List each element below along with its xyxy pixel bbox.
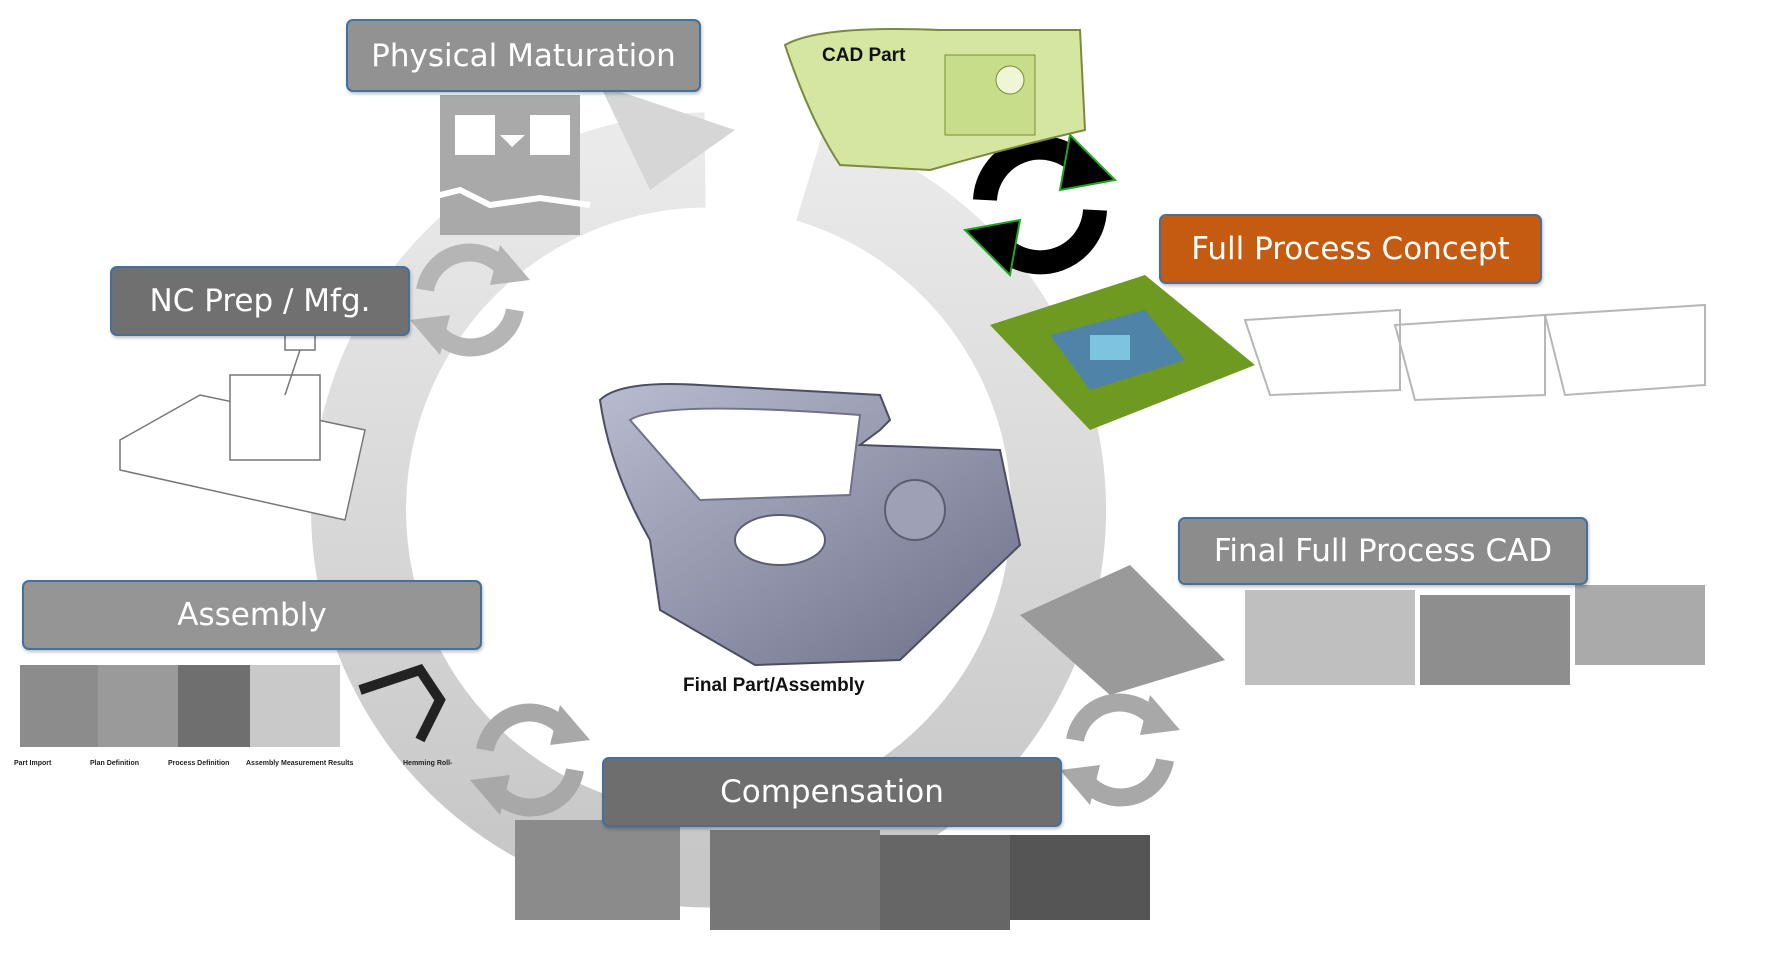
stage-nc-prep: NC Prep / Mfg. (110, 266, 410, 336)
assembly-caption: Process Definition (168, 760, 230, 767)
assembly-caption: Plan Definition (90, 760, 139, 767)
assembly-images (20, 664, 446, 747)
refresh-icon-cad (962, 132, 1118, 278)
die-illustration (419, 95, 591, 235)
stage-full-process-concept: Full Process Concept (1159, 214, 1542, 284)
refresh-icon-top-left (410, 243, 530, 357)
stage-final-full-process-cad: Final Full Process CAD (1178, 517, 1588, 585)
refresh-icon-bottom-right (1060, 693, 1180, 807)
assembly-caption: Assembly Measurement Results (246, 760, 354, 767)
nc-machine-illustration (119, 329, 366, 521)
concept-door-outlines (1243, 303, 1706, 402)
compensation-images (515, 820, 1150, 930)
final-part-label: Final Part/Assembly (683, 675, 865, 696)
cad-part-label: CAD Part (822, 45, 906, 66)
full-process-sheet-illustration (990, 275, 1255, 430)
final-cad-images (1020, 565, 1705, 695)
stage-compensation: Compensation (602, 757, 1062, 827)
stage-assembly: Assembly (22, 580, 482, 650)
refresh-icon-bottom-left (470, 703, 590, 817)
cad-part-illustration (783, 28, 1087, 172)
assembly-caption: Part Import (14, 760, 52, 767)
assembly-caption: Hemming Roll- (403, 760, 453, 767)
stage-physical-maturation: Physical Maturation (346, 19, 701, 92)
final-part-illustration (598, 383, 1022, 667)
